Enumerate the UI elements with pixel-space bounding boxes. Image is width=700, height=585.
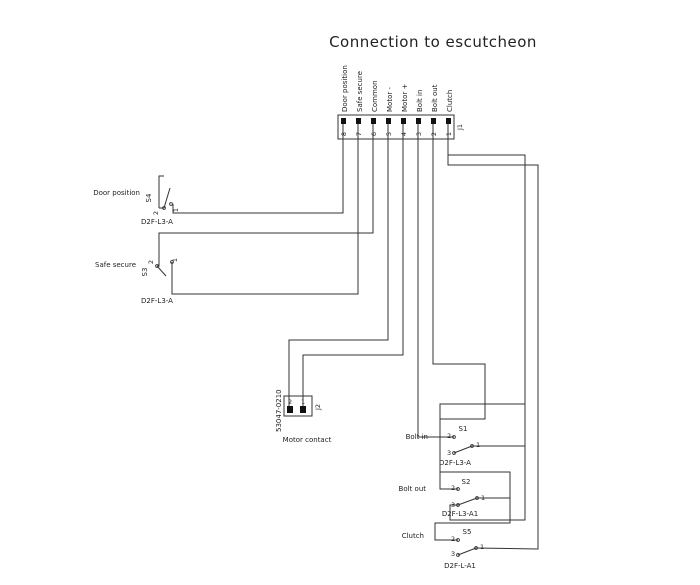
s2-ref: S2 [462, 478, 471, 486]
s5-pin-2: 2 [451, 535, 455, 543]
s4-pin-2: 2 [152, 211, 160, 215]
s2-part: D2F-L3-A1 [442, 510, 478, 518]
j1-pin-1-pad [446, 118, 451, 124]
switch-s4: Door position S4 2 1 D2F-L3-A [93, 187, 180, 226]
j1-pin-3-pad [416, 118, 421, 124]
j1-pin-4-num: 4 [400, 132, 408, 136]
s5-part: D2F-L-A1 [444, 562, 476, 570]
s1-pin-3: 3 [447, 449, 451, 457]
s2-lever [457, 497, 478, 506]
wire-motor-minus [288, 124, 389, 406]
s3-ref: S3 [141, 268, 149, 277]
j1-pin-8-name: Door position [341, 65, 349, 112]
j2-pin-2-num: 2 [288, 398, 292, 406]
j1-pin-7-num: 7 [355, 132, 363, 136]
j1-pin-7-name: Safe secure [356, 71, 364, 112]
switch-s5: Clutch S5 2 3 1 D2F-L-A1 [402, 528, 484, 570]
s5-ref: S5 [463, 528, 472, 536]
diagram-title: Connection to escutcheon [329, 33, 537, 51]
s5-pin-3: 3 [451, 550, 455, 558]
wire-clutch-bus [439, 142, 526, 424]
wire-door-position [172, 124, 344, 214]
j2-part: 53047-0210 [275, 389, 283, 432]
wire-s2-common [439, 471, 511, 499]
j1-pin-1-num: 1 [445, 132, 453, 136]
connector-j1: J1 8 Door position 7 Safe secure 6 Commo… [337, 65, 464, 140]
s4-ref: S4 [145, 193, 153, 202]
j1-pin-4-name: Motor + [401, 84, 409, 112]
s1-pin-1: 1 [476, 441, 480, 449]
j1-pin-1-name: Clutch [446, 90, 454, 112]
s1-pin-2: 2 [447, 432, 451, 440]
s2-label: Bolt out [399, 485, 427, 493]
s4-lever [163, 187, 171, 209]
j1-pin-6-pad [371, 118, 376, 124]
wire-s2-no [449, 446, 526, 521]
switch-s2: Bolt out S2 2 3 1 D2F-L3-A1 [399, 478, 486, 518]
j1-pin-3-name: Bolt in [416, 90, 424, 112]
j2-pin-2-pad [287, 406, 293, 413]
s3-lever [156, 265, 167, 277]
s4-label: Door position [93, 189, 140, 197]
switch-s3: Safe secure S3 2 1 D2F-L3-A [95, 258, 179, 305]
j1-pin-6-num: 6 [370, 132, 378, 136]
j1-pin-4-pad [401, 118, 406, 124]
s4-part: D2F-L3-A [141, 218, 173, 226]
j2-pin-1-pad [300, 406, 306, 413]
j1-pin-2-pad [431, 118, 436, 124]
wire-bolt-out [432, 124, 486, 490]
j1-pin-8-num: 8 [340, 132, 348, 136]
j2-ref: J2 [314, 404, 322, 411]
j1-pin-5-num: 5 [385, 132, 393, 136]
s5-label: Clutch [402, 532, 424, 540]
wire-s1-common [472, 404, 526, 447]
j1-pin-2-name: Bolt out [431, 84, 439, 112]
s2-pin-2: 2 [451, 484, 455, 492]
switch-s1: Bolt in S1 2 3 1 D2F-L3-A [406, 425, 481, 467]
j1-pin-5-name: Motor - [386, 87, 394, 112]
s3-label: Safe secure [95, 261, 136, 269]
wires [157, 124, 539, 550]
s1-ref: S1 [459, 425, 468, 433]
s4-pin-1: 1 [172, 208, 180, 212]
wire-motor-plus [302, 124, 404, 406]
j1-pin-3-num: 3 [415, 132, 423, 136]
s3-pin-2: 2 [147, 260, 155, 264]
j1-pin-5-pad [386, 118, 391, 124]
j1-pin-7-pad [356, 118, 361, 124]
s1-label: Bolt in [406, 433, 428, 441]
s5-lever [457, 547, 477, 556]
wire-bolt-in [417, 124, 454, 438]
wire-s5-no [434, 498, 511, 541]
wire-common-s4 [158, 175, 164, 209]
s5-pin-1: 1 [480, 543, 484, 551]
j2-label: Motor contact [283, 436, 332, 444]
s4-terminal-1 [169, 202, 173, 206]
wire-common-s3 [157, 124, 374, 267]
s3-pin-1: 1 [171, 258, 179, 262]
s3-part: D2F-L3-A [141, 297, 173, 305]
j1-pin-8-pad [341, 118, 346, 124]
j1-pin-2-num: 2 [430, 132, 438, 136]
j1-ref: J1 [456, 124, 464, 131]
s1-part: D2F-L3-A [439, 459, 471, 467]
j1-pin-6-name: Common [371, 80, 379, 112]
s1-lever [453, 445, 473, 454]
wire-safe-secure [171, 124, 359, 295]
